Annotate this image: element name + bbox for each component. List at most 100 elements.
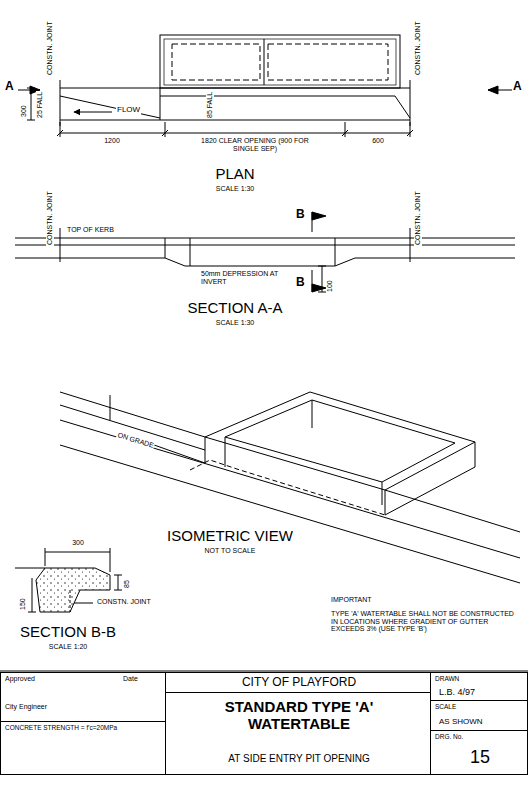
cell-heading: DRG. No. <box>435 733 463 740</box>
cell-text: AS SHOWN <box>439 717 483 726</box>
isometric-view-stroke <box>60 405 205 450</box>
plan-view-stroke <box>57 130 63 136</box>
section-b-b-stroke <box>28 612 36 613</box>
section-marker: B <box>295 276 306 289</box>
section-b-b-stroke <box>32 578 33 612</box>
plan-view-stroke <box>407 130 413 136</box>
title-cell: STANDARD TYPE 'A' WATERTABLEAT SIDE ENTR… <box>165 692 431 775</box>
section-b-b-stroke <box>74 603 93 604</box>
plan-view-stroke <box>395 96 410 118</box>
section-b-b-stroke <box>45 552 110 553</box>
cell-heading: CONCRETE STRENGTH = f'c=20MPa <box>5 724 117 731</box>
isometric-view-stroke <box>225 400 455 482</box>
drawn-cell: DRAWN L.B. 4/97 <box>430 672 528 701</box>
plan-view-stroke <box>60 133 410 134</box>
fall-note: 25 FALL <box>36 91 44 119</box>
isometric-view-stroke <box>60 392 205 437</box>
scale-note: SCALE 1:30 <box>215 319 256 327</box>
section-b-b-stroke <box>15 568 45 569</box>
section-a-a-stroke <box>318 292 326 293</box>
plan-view-stroke <box>60 88 410 89</box>
section-a-a <box>15 212 515 292</box>
depression-note: 50mm DEPRESSION AT INVERT <box>200 270 302 285</box>
isometric-view-stroke <box>190 460 385 515</box>
plan-view-stroke <box>488 86 498 94</box>
isometric-view-stroke <box>110 395 111 420</box>
plan-view-stroke <box>160 88 161 120</box>
section-b-b-stroke <box>45 548 46 566</box>
plan-view-stroke <box>410 122 411 137</box>
drawing-number-cell: DRG. No. 15 <box>430 730 528 775</box>
cell-text: 15 <box>470 747 490 768</box>
cell-heading: SCALE <box>435 703 456 710</box>
cell-heading: CITY OF PLAYFORD <box>242 676 356 690</box>
section-a-a-stroke <box>410 228 411 262</box>
view-title: SECTION A-A <box>186 300 283 317</box>
plan-view <box>18 35 512 137</box>
plan-view-stroke <box>74 112 112 113</box>
plan-view-stroke <box>31 88 32 120</box>
section-a-a-stroke <box>312 284 326 292</box>
dimension: 100 <box>326 279 334 293</box>
section-a-a-stroke <box>312 212 326 220</box>
isometric-view-stroke <box>385 442 475 515</box>
authority-cell: CITY OF PLAYFORD <box>165 672 431 693</box>
cell-text: AT SIDE ENTRY PIT OPENING <box>228 753 369 765</box>
section-marker: A <box>512 80 523 93</box>
scale-note: SCALE 1:20 <box>48 643 89 651</box>
isometric-view <box>60 392 520 583</box>
dimension: 1820 CLEAR OPENING (900 FOR SINGLE SEP) <box>194 137 316 152</box>
note-text: TYPE 'A' WATERTABLE SHALL NOT BE CONSTRU… <box>330 610 517 633</box>
cell-heading: Approved <box>5 675 35 683</box>
cell-text: L.B. 4/97 <box>439 687 475 697</box>
section-a-a-stroke <box>318 266 326 267</box>
isometric-view-stroke <box>385 490 520 532</box>
plan-view-stroke <box>165 122 166 137</box>
scale-note: SCALE 1:30 <box>215 185 256 193</box>
plan-view-stroke <box>342 130 348 136</box>
plan-view-stroke <box>410 80 411 126</box>
approval-cell: Approved DateCity Engineer <box>0 672 166 722</box>
plan-view-stroke <box>264 39 265 85</box>
joint-note: CONSTN. JOINT <box>46 20 54 76</box>
joint-note: CONSTN. JOINT <box>46 190 54 246</box>
dimension: 600 <box>371 137 385 145</box>
plan-view-stroke <box>27 88 35 89</box>
section-a-a-stroke <box>15 238 515 239</box>
section-a-a-stroke <box>60 228 61 262</box>
plan-view-stroke <box>160 96 395 97</box>
isometric-view-stroke <box>382 482 383 505</box>
plan-view-stroke <box>160 35 400 88</box>
view-title: PLAN <box>214 166 255 183</box>
section-marker: A <box>4 80 15 93</box>
section-b-b-stroke <box>118 575 119 590</box>
view-title: SECTION B-B <box>19 624 117 641</box>
view-title: ISOMETRIC VIEW <box>166 528 294 545</box>
cell-text: Date <box>123 675 138 683</box>
dimension: 1200 <box>103 137 121 145</box>
cell-text: City Engineer <box>5 703 47 711</box>
joint-note: CONSTN. JOINT <box>96 598 152 606</box>
section-b-b-stroke <box>114 575 122 576</box>
plan-view-stroke <box>172 44 260 80</box>
level-note: TOP OF KERB <box>66 226 115 234</box>
dimension: 300 <box>71 539 85 547</box>
scale-cell: SCALE AS SHOWN <box>430 700 528 731</box>
plan-view-stroke <box>60 80 61 126</box>
section-marker: B <box>295 208 306 221</box>
plan-view-stroke <box>60 96 160 118</box>
isometric-view-stroke <box>312 400 313 428</box>
isometric-view-stroke <box>60 420 520 558</box>
plan-view-stroke <box>60 120 410 121</box>
plan-view-stroke <box>60 122 61 137</box>
plan-view-stroke <box>162 130 168 136</box>
section-b-b-stroke <box>70 590 71 612</box>
joint-note: CONSTN. JOINT <box>414 190 422 246</box>
cell-heading: DRAWN <box>435 675 459 682</box>
plan-view-stroke <box>268 44 388 80</box>
flow-note: FLOW <box>116 106 141 115</box>
plan-view-stroke <box>164 39 396 85</box>
section-a-a-stroke <box>15 258 515 266</box>
grade-note: ON GRADE <box>116 431 156 450</box>
fall-note: 85 FALL <box>206 91 214 119</box>
